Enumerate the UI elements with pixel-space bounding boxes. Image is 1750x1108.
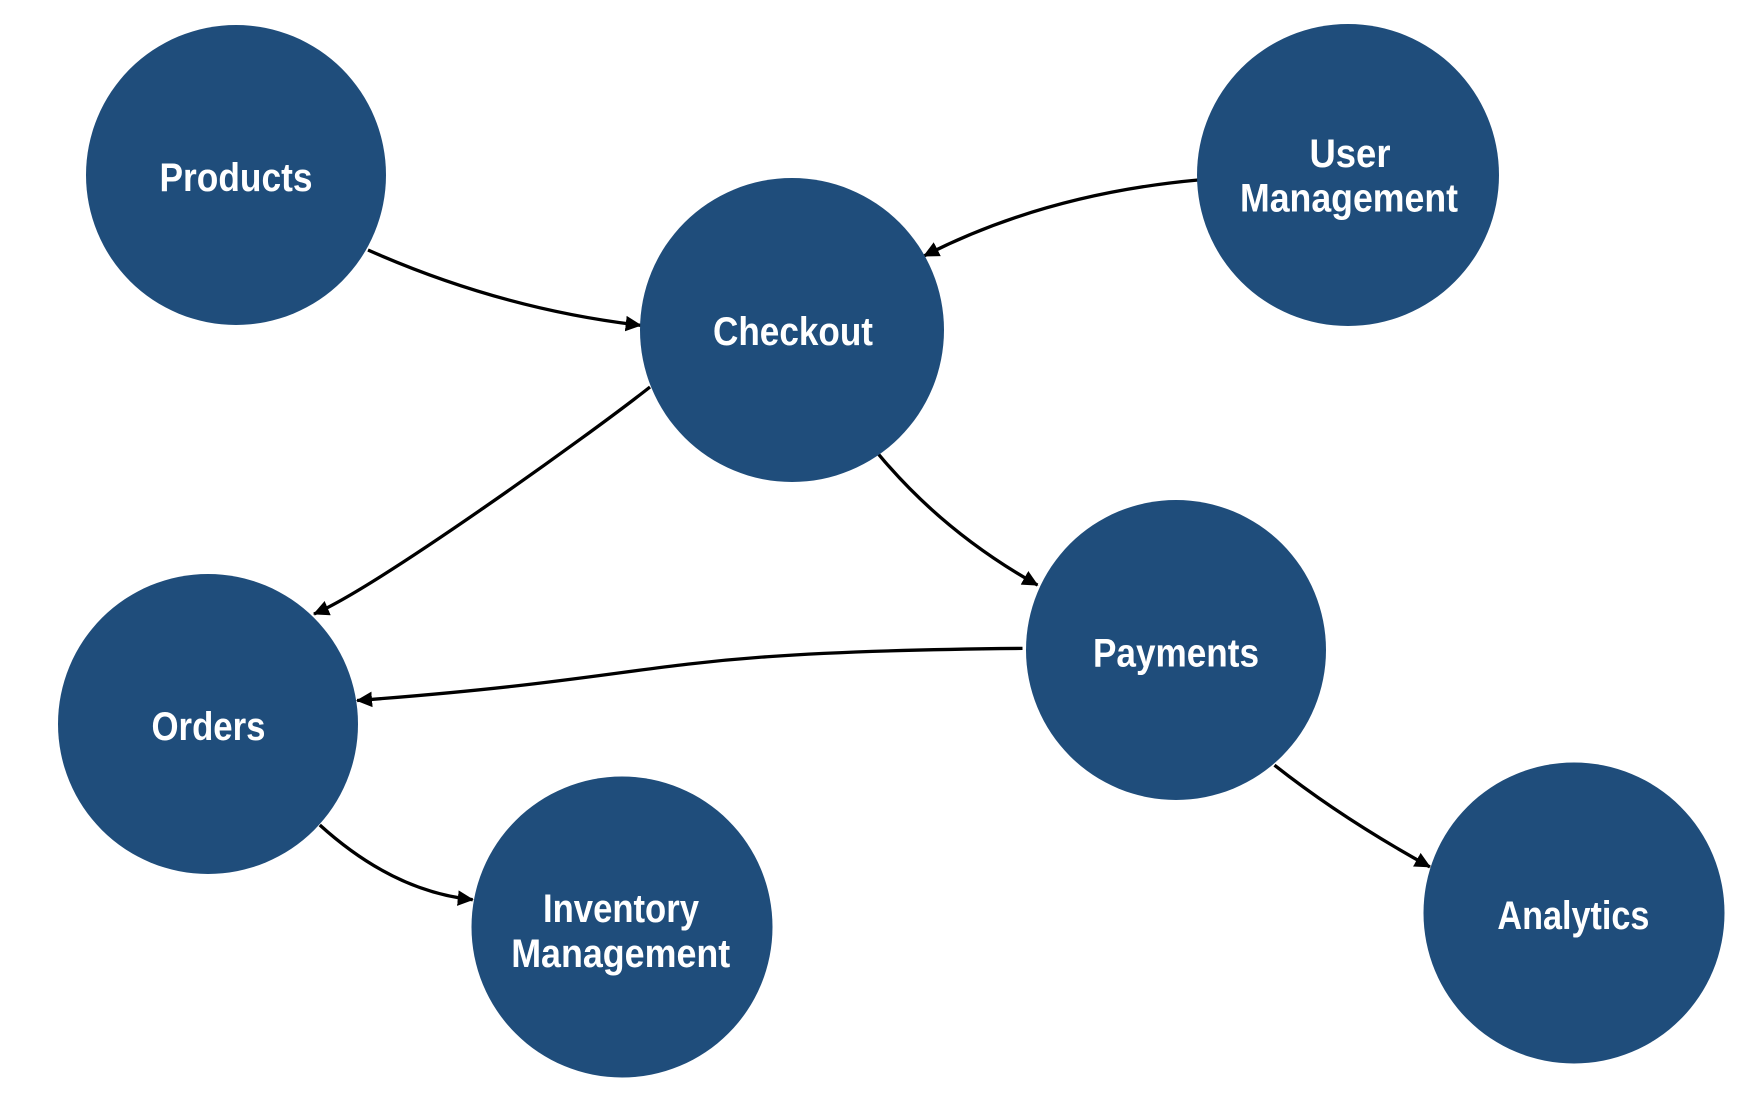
- svg-text:Inventory: Inventory: [543, 887, 700, 931]
- svg-text:Analytics: Analytics: [1497, 894, 1649, 938]
- svg-text:Management: Management: [511, 932, 730, 976]
- svg-text:Payments: Payments: [1093, 632, 1259, 676]
- svg-text:Management: Management: [1240, 177, 1458, 221]
- svg-text:Orders: Orders: [152, 705, 266, 749]
- svg-text:Checkout: Checkout: [713, 310, 873, 354]
- svg-text:User: User: [1310, 132, 1391, 176]
- svg-text:Products: Products: [160, 156, 313, 200]
